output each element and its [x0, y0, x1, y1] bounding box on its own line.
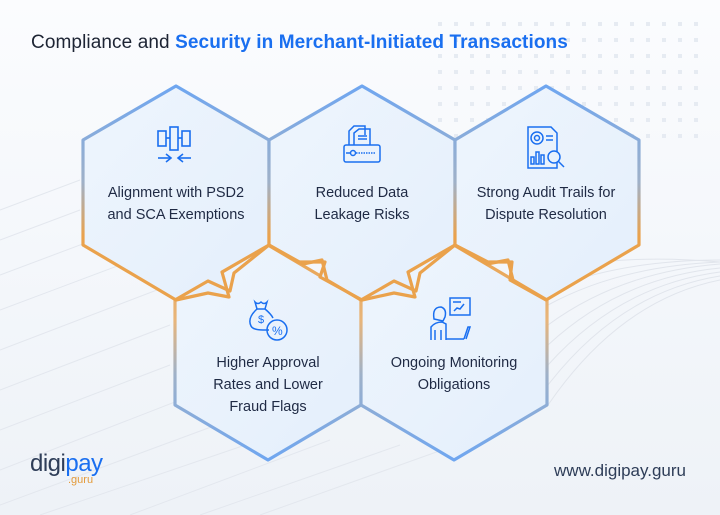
svg-text:%: % — [272, 324, 283, 338]
logo-pay: pay — [65, 450, 103, 477]
digipay-logo: digipay — [30, 450, 103, 478]
puzzle-seams — [174, 243, 548, 302]
alignment-arrows-icon — [157, 126, 191, 163]
secure-folder-icon — [343, 125, 381, 163]
hexagon-5-line1: Ongoing Monitoring — [390, 355, 518, 371]
page-title: Compliance and Security in Merchant-Init… — [31, 32, 568, 54]
hexagon-4-line3: Fraud Flags — [229, 399, 307, 415]
hexagon-1-label: Alignment with PSD2 and SCA Exemptions — [91, 182, 261, 226]
hexagon-4-label: Higher Approval Rates and Lower Fraud Fl… — [183, 352, 353, 418]
hexagon-3-line1: Strong Audit Trails for — [476, 185, 616, 201]
hexagon-5-label: Ongoing Monitoring Obligations — [369, 352, 539, 396]
title-prefix: Compliance and — [31, 32, 176, 53]
background-lines — [0, 179, 471, 515]
hexagon-2-line1: Reduced Data — [315, 185, 409, 201]
svg-text:$: $ — [258, 314, 264, 326]
hexagon-4-line2: Rates and Lower — [213, 377, 323, 393]
hexagon-2-line2: Leakage Risks — [314, 207, 410, 223]
hexagon-1-line1: Alignment with PSD2 — [107, 185, 245, 201]
website-url: www.digipay.guru — [554, 461, 686, 480]
hexagon-5-line2: Obligations — [417, 377, 491, 393]
monitoring-person-icon — [430, 297, 472, 340]
hexagon-3-line2: Dispute Resolution — [485, 207, 607, 223]
logo-digi: digi — [30, 450, 66, 477]
title-accent: Security in Merchant-Initiated Transacti… — [175, 32, 568, 53]
audit-report-icon — [527, 126, 565, 169]
logo-guru: .guru — [68, 474, 94, 486]
hexagon-2-label: Reduced Data Leakage Risks — [277, 182, 447, 226]
hexagon-3-label: Strong Audit Trails for Dispute Resoluti… — [461, 182, 631, 226]
hexagon-1-line2: and SCA Exemptions — [107, 207, 245, 223]
money-bag-percent-icon: $ % — [249, 299, 288, 341]
hexagon-4-line1: Higher Approval — [216, 355, 320, 371]
